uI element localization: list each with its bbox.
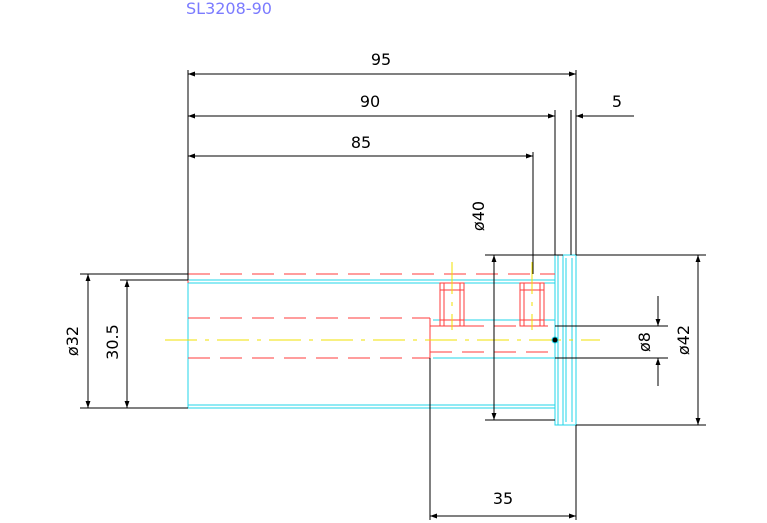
dim-90-label: 90	[360, 92, 380, 111]
centerlines	[165, 262, 600, 341]
dim-95-label: 95	[371, 50, 391, 69]
dim-dia42-label: ø42	[674, 325, 693, 355]
dim-dia8-label: ø8	[635, 332, 654, 352]
pin-hole	[551, 336, 559, 344]
dim-35-label: 35	[493, 489, 513, 508]
dim-5-label: 5	[612, 92, 622, 111]
drawing-title: SL3208-90	[186, 0, 272, 18]
hidden-lines	[187, 273, 555, 359]
dim-dia40-label: ø40	[469, 201, 488, 231]
dim-30-5-label: 30.5	[103, 324, 122, 360]
dimension-lines	[80, 70, 706, 520]
dim-85-label: 85	[351, 133, 371, 152]
dim-dia32-label: ø32	[63, 326, 82, 356]
